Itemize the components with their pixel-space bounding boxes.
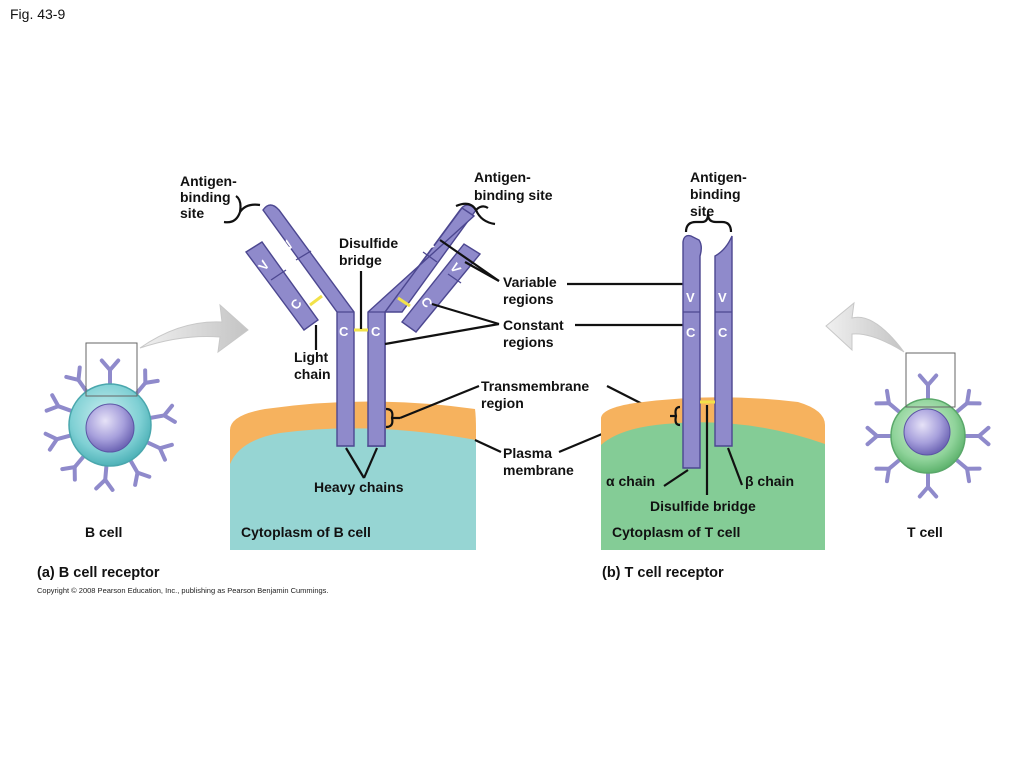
zoom-arrow-b <box>139 303 249 354</box>
t-cell-nucleus <box>903 408 951 456</box>
t-cell-label: T cell <box>907 524 943 540</box>
t-cytoplasm-label: Cytoplasm of T cell <box>612 524 740 540</box>
caption-a: (a) B cell receptor <box>37 565 160 581</box>
b-cell-nucleus <box>85 403 135 453</box>
alpha-chain-label: α chain <box>606 473 655 489</box>
beta-chain <box>714 235 733 447</box>
figure-label: Fig. 43-9 <box>10 6 65 22</box>
antigen-site-label-right: Antigen- binding site <box>474 169 553 203</box>
disulfide-bridge-right <box>397 296 411 308</box>
t-disulfide-label: Disulfide bridge <box>650 498 756 514</box>
seg-c-heavy-left: C <box>339 324 349 339</box>
t-antigen-site-label: Antigen- binding site <box>690 169 751 219</box>
panel-b-cell-receptor: V V C C C V V C Antigen- binding site An… <box>180 169 553 550</box>
light-chain-left <box>244 241 319 331</box>
seg-c-beta: C <box>718 325 728 340</box>
shared-callouts: Variable regions Constant regions Transm… <box>384 239 683 478</box>
antigen-site-bracket-right <box>455 202 496 226</box>
seg-c-heavy-right: C <box>371 324 381 339</box>
antigen-site-label-left: Antigen- binding site <box>180 173 241 221</box>
t-cell-zoom-box <box>905 352 956 408</box>
copyright: Copyright © 2008 Pearson Education, Inc.… <box>37 586 329 595</box>
heavy-chains-label: Heavy chains <box>314 479 404 495</box>
panel-t-cell-receptor: V V C C Antigen- binding site α chain β … <box>601 169 825 550</box>
transmembrane-region-label: Transmembrane region <box>481 378 593 411</box>
disulfide-bridge-left <box>309 294 323 307</box>
seg-v-alpha: V <box>686 290 695 305</box>
disulfide-bridge-label: Disulfide bridge <box>339 235 402 268</box>
seg-c-alpha: C <box>686 325 696 340</box>
constant-regions-label: Constant regions <box>503 317 568 350</box>
alpha-chain <box>682 234 702 469</box>
t-cell-cytoplasm <box>601 422 825 550</box>
caption-b: (b) T cell receptor <box>602 565 724 581</box>
t-antigen-site-bracket <box>684 212 733 233</box>
variable-regions-label: Variable regions <box>503 274 561 307</box>
antigen-site-bracket-left <box>223 195 261 224</box>
light-chain-label: Light chain <box>294 349 332 382</box>
b-cell-zoom-box <box>85 342 138 397</box>
zoom-arrow-t <box>825 301 905 353</box>
plasma-membrane-label: Plasma membrane <box>503 445 574 478</box>
b-cell-label: B cell <box>85 524 122 540</box>
b-cytoplasm-label: Cytoplasm of B cell <box>241 524 371 540</box>
seg-v-beta: V <box>718 290 727 305</box>
b-cell-illustration: B cell <box>43 342 177 540</box>
t-cell-illustration: T cell <box>865 352 991 540</box>
b-cell-cytoplasm <box>230 428 476 550</box>
beta-chain-label: β chain <box>745 473 794 489</box>
